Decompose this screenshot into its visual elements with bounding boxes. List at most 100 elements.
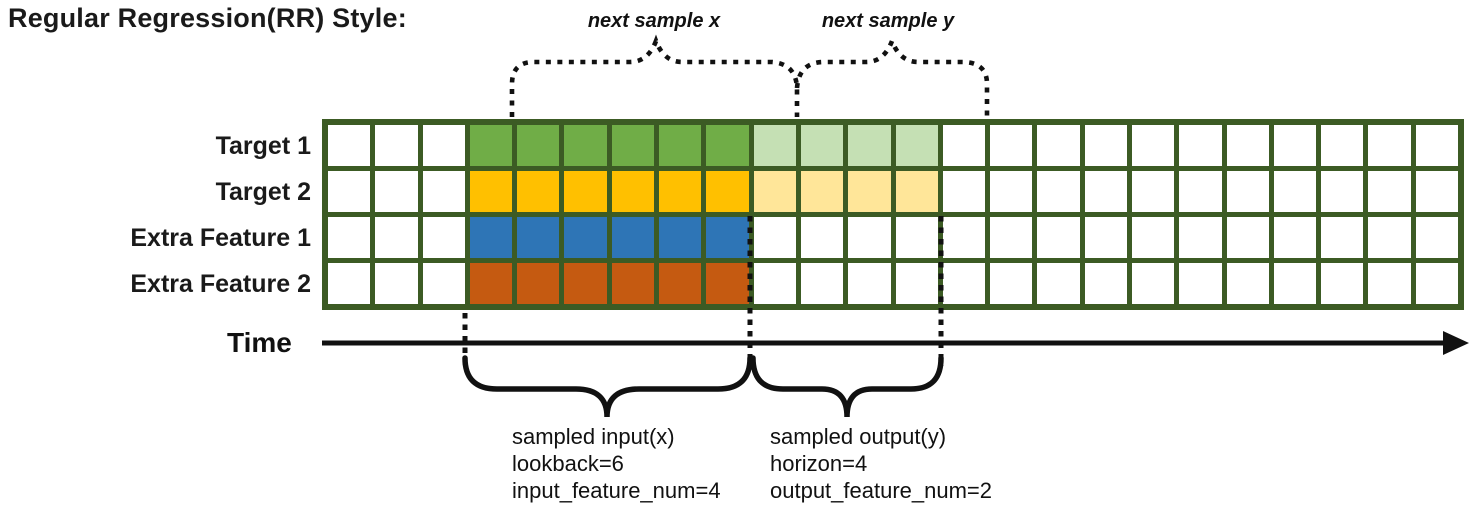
sampled-input-brace xyxy=(462,355,753,418)
grid-cell xyxy=(706,171,749,212)
grid-cell xyxy=(659,263,702,304)
timeline-grid xyxy=(322,119,1464,310)
next-sample-x-label: next sample x xyxy=(587,10,721,32)
grid-cell xyxy=(895,217,938,258)
grid-cell xyxy=(1368,171,1411,212)
grid-cell xyxy=(1179,217,1222,258)
grid-cell xyxy=(1084,217,1127,258)
grid-cell xyxy=(848,263,891,304)
grid-cell xyxy=(469,171,513,212)
grid-cell xyxy=(800,217,844,258)
grid-cell xyxy=(1131,217,1175,258)
grid-cell xyxy=(895,125,938,166)
grid-cell xyxy=(611,263,655,304)
time-arrow xyxy=(322,331,1469,355)
grid-cell xyxy=(706,217,749,258)
grid-cell xyxy=(469,125,513,166)
horizon-value: horizon=4 xyxy=(770,451,868,476)
next-sample-y-brace xyxy=(794,34,990,117)
grid-cell xyxy=(1226,125,1269,166)
grid-cell xyxy=(659,217,702,258)
grid-cell xyxy=(659,125,702,166)
diagram-title: Regular Regression(RR) Style: xyxy=(8,3,407,33)
output-feature-num-value: output_feature_num=2 xyxy=(770,478,993,503)
grid-cell xyxy=(375,217,418,258)
grid-cell xyxy=(1368,125,1411,166)
grid-cell xyxy=(1084,171,1127,212)
grid-cell xyxy=(564,263,607,304)
grid-cell xyxy=(1179,125,1222,166)
grid-cell xyxy=(517,217,560,258)
grid-cell xyxy=(1037,125,1080,166)
grid-cell xyxy=(1273,217,1317,258)
grid-cell xyxy=(611,171,655,212)
grid-cell xyxy=(1084,263,1127,304)
grid-cell xyxy=(942,263,986,304)
grid-cell xyxy=(1226,171,1269,212)
grid-cell xyxy=(422,263,465,304)
grid-cell xyxy=(469,263,513,304)
grid-cell xyxy=(1273,125,1317,166)
grid-cell xyxy=(753,125,796,166)
grid-cell xyxy=(800,263,844,304)
grid-cell xyxy=(753,217,796,258)
lookback-value: lookback=6 xyxy=(512,451,624,476)
grid-cell xyxy=(375,171,418,212)
grid-cell xyxy=(1321,125,1364,166)
sampled-output-annotation: sampled output(y) horizon=4 output_featu… xyxy=(770,423,992,504)
grid-cell xyxy=(942,125,986,166)
grid-cell xyxy=(1179,263,1222,304)
grid-cell xyxy=(1226,263,1269,304)
grid-cell xyxy=(942,171,986,212)
grid-cell xyxy=(848,217,891,258)
grid-cell xyxy=(990,217,1033,258)
grid-cell xyxy=(1084,125,1127,166)
grid-cell xyxy=(659,171,702,212)
grid-cell xyxy=(1321,171,1364,212)
time-axis-label: Time xyxy=(227,327,292,358)
grid-cell xyxy=(1226,217,1269,258)
grid-cell xyxy=(1179,171,1222,212)
grid-cell xyxy=(611,217,655,258)
grid-cell xyxy=(1368,217,1411,258)
grid-cell xyxy=(1037,217,1080,258)
grid-cell xyxy=(753,171,796,212)
grid-cell xyxy=(1131,263,1175,304)
grid-cell xyxy=(611,125,655,166)
grid-cell xyxy=(328,263,371,304)
grid-cell xyxy=(990,263,1033,304)
grid-cell xyxy=(1273,171,1317,212)
grid-cell xyxy=(800,125,844,166)
grid-cell xyxy=(564,171,607,212)
grid-cell xyxy=(706,125,749,166)
grid-cell xyxy=(328,125,371,166)
grid-cell xyxy=(942,217,986,258)
row-label-extra-feature-2: Extra Feature 2 xyxy=(130,270,311,298)
next-sample-y-label: next sample y xyxy=(821,10,955,32)
grid-cell xyxy=(1131,171,1175,212)
grid-cell xyxy=(564,217,607,258)
next-sample-x-brace xyxy=(509,34,800,117)
input-feature-num-value: input_feature_num=4 xyxy=(512,478,721,503)
sampled-input-annotation: sampled input(x) lookback=6 input_featur… xyxy=(512,423,721,504)
grid-cell xyxy=(375,263,418,304)
sampled-input-title: sampled input(x) xyxy=(512,424,675,449)
grid-cell xyxy=(1131,125,1175,166)
grid-cell xyxy=(328,217,371,258)
grid-cell xyxy=(706,263,749,304)
grid-cell xyxy=(422,171,465,212)
grid-cell xyxy=(517,125,560,166)
grid-cell xyxy=(990,125,1033,166)
grid-cell xyxy=(517,171,560,212)
grid-cell xyxy=(469,217,513,258)
grid-cell xyxy=(1415,263,1458,304)
grid-cell xyxy=(1037,171,1080,212)
grid-cell xyxy=(848,125,891,166)
grid-cell xyxy=(1415,171,1458,212)
sampled-output-title: sampled output(y) xyxy=(770,424,947,449)
grid-cell xyxy=(328,171,371,212)
row-label-extra-feature-1: Extra Feature 1 xyxy=(130,224,311,252)
grid-cell xyxy=(422,125,465,166)
grid-cell xyxy=(990,171,1033,212)
row-label-target-1: Target 1 xyxy=(215,132,311,160)
